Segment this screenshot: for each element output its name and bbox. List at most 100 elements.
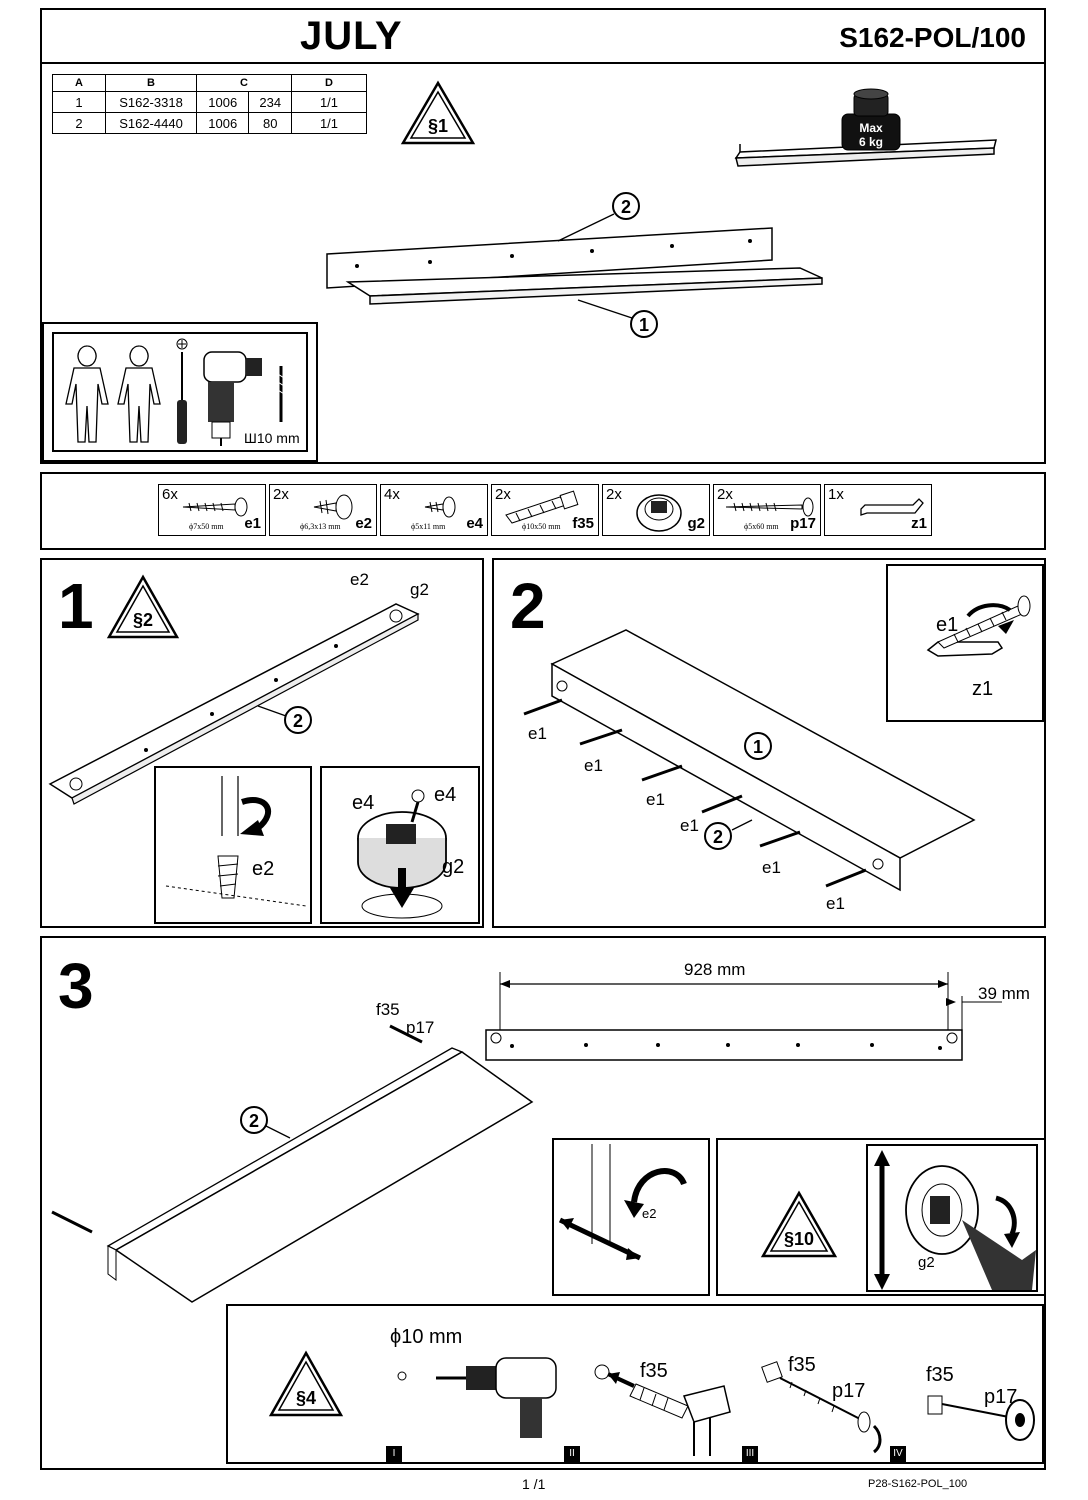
product-code: S162-POL/100: [839, 22, 1026, 53]
label-z1: z1: [972, 678, 994, 700]
part-2-callout: 2: [293, 711, 303, 731]
parts-table-header: A B C D: [52, 74, 367, 92]
parts-table: A B C D 1 S162-3318 1006 234 1/1 2 S162-…: [52, 74, 367, 134]
wall-plug-icon: [505, 490, 579, 524]
screw-insertion-icon: [165, 776, 307, 907]
back-panel-drawing: 2: [48, 603, 420, 805]
drill-bit-size: Ш10 mm: [244, 430, 300, 446]
label-e1: e1: [680, 816, 699, 835]
substep-badge: IV: [890, 1446, 906, 1462]
screw-icon: [182, 497, 248, 517]
wall-adjust-icon: [558, 1144, 687, 1261]
dimension-edge: 39 mm: [978, 984, 1030, 1003]
max-load-illustration: Max 6 kg: [734, 88, 997, 167]
label-p17: p17: [406, 1018, 435, 1037]
col-a: A: [52, 74, 106, 92]
label-g2: g2: [442, 856, 465, 878]
label-e2: e2: [350, 570, 369, 589]
hardware-item-g2: 2x g2: [602, 484, 710, 536]
max-load-weight: 6 kg: [859, 135, 883, 149]
warning-label: §10: [784, 1229, 814, 1249]
label-f35: f35: [788, 1354, 816, 1376]
hardware-item-e1: 6x ϕ7x50 mm e1: [158, 484, 266, 536]
col-b: B: [105, 74, 197, 92]
dimension-drawing: [485, 972, 1002, 1061]
table-row: 2 S162-4440 1006 80 1/1: [52, 112, 367, 134]
col-c: C: [196, 74, 292, 92]
screw-icon: [313, 494, 353, 520]
label-e2: e2: [252, 858, 275, 880]
detail-g2-bracket: e4 e4 g2: [320, 766, 480, 924]
bracket-mounting-icon: [357, 789, 447, 919]
substep-badge: II: [564, 1446, 580, 1462]
long-screw-icon: [725, 497, 814, 517]
hanger-bracket-icon: [636, 494, 682, 532]
warning-triangle-icon: §4: [268, 1350, 344, 1417]
detail-s10: §10 g2: [716, 1138, 1046, 1296]
screw-icon: [424, 496, 456, 518]
table-row: 1 S162-3318 1006 234 1/1: [52, 91, 367, 113]
header-bar: JULY S162-POL/100: [40, 8, 1046, 64]
dimension-width: 928 mm: [684, 960, 746, 979]
label-f35: f35: [926, 1364, 954, 1386]
detail-g2-adjust: g2: [866, 1144, 1038, 1292]
shelf-overview-drawing: 2 1: [326, 192, 823, 338]
label-g2: g2: [410, 580, 429, 599]
substep-2-plug: f35 II: [564, 1306, 744, 1462]
detail-e1-z1: e1 z1: [886, 564, 1044, 722]
part-2-callout: 2: [249, 1111, 259, 1131]
drill-icon: [397, 1357, 557, 1438]
step-2-panel: 2 1 2 e1 e1 e1 e1 e1 e1 e1 z1: [492, 558, 1046, 928]
substep-warning: §4: [228, 1306, 388, 1462]
step-3-panel: 3 928 mm 39 mm 2 f35 p17 e2: [40, 936, 1046, 1470]
label-p17: p17: [984, 1386, 1018, 1408]
substeps-strip: §4 ϕ10 mm I f35: [226, 1304, 1044, 1464]
hardware-item-p17: 2x ϕ5x60 mm p17: [713, 484, 821, 536]
document-code: P28-S162-POL_100: [868, 1478, 968, 1490]
substep-1-drill: ϕ10 mm I: [386, 1306, 566, 1462]
screwdriver-icon: [176, 338, 188, 444]
step-number: 3: [58, 950, 94, 1022]
page-number: 1 /1: [522, 1476, 546, 1492]
col-d: D: [291, 74, 367, 92]
screw-insertion-icon: [761, 1361, 882, 1454]
warning-triangle-icon: §2: [106, 574, 180, 639]
hex-key-screw-icon: [926, 595, 1031, 657]
hardware-list: 6x ϕ7x50 mm e1 2x ϕ6,3x13 mm e2 4x ϕ5x11…: [158, 484, 938, 536]
label-e1: e1: [826, 894, 845, 913]
hardware-item-z1: 1x z1: [824, 484, 932, 536]
person-icon: [65, 345, 109, 443]
product-title: JULY: [300, 14, 403, 58]
drill-icon: [203, 351, 262, 446]
warning-label: §4: [296, 1388, 316, 1408]
substep-badge: I: [386, 1446, 402, 1462]
overview-panel: A B C D 1 S162-3318 1006 234 1/1 2 S162-…: [40, 62, 1046, 464]
hardware-item-e2: 2x ϕ6,3x13 mm e2: [269, 484, 377, 536]
part-1-callout: 1: [639, 315, 649, 335]
step-number: 2: [510, 570, 546, 642]
label-e1: e1: [646, 790, 665, 809]
detail-e2-adjust: e2: [552, 1138, 710, 1296]
warning-triangle-icon: §10: [760, 1190, 838, 1258]
label-e1: e1: [936, 614, 959, 636]
max-load-label: Max: [859, 121, 883, 135]
mounted-shelf-drawing: 2: [51, 1024, 534, 1303]
substep-3-screw: f35 p17 III: [742, 1306, 892, 1462]
warning-label: §1: [428, 116, 448, 136]
label-f35: f35: [640, 1360, 668, 1382]
shelf-board-drawing: 1 2: [523, 629, 976, 892]
substep-badge: III: [742, 1446, 758, 1462]
label-e1: e1: [584, 756, 603, 775]
label-e1: e1: [528, 724, 547, 743]
wall-plug-insertion-icon: [594, 1364, 731, 1456]
step-number: 1: [58, 570, 94, 642]
label-e1: e1: [762, 858, 781, 877]
hex-key-icon: [860, 498, 924, 516]
tools-inner: Ш10 mm: [52, 332, 308, 452]
warning-label: §2: [133, 610, 153, 630]
bracket-adjust-icon: [874, 1150, 1036, 1290]
substep-4-hook: f35 p17 IV: [890, 1306, 1042, 1462]
label-e2: e2: [642, 1206, 657, 1221]
part-2-callout: 2: [621, 197, 631, 217]
label-e4: e4: [434, 784, 457, 806]
